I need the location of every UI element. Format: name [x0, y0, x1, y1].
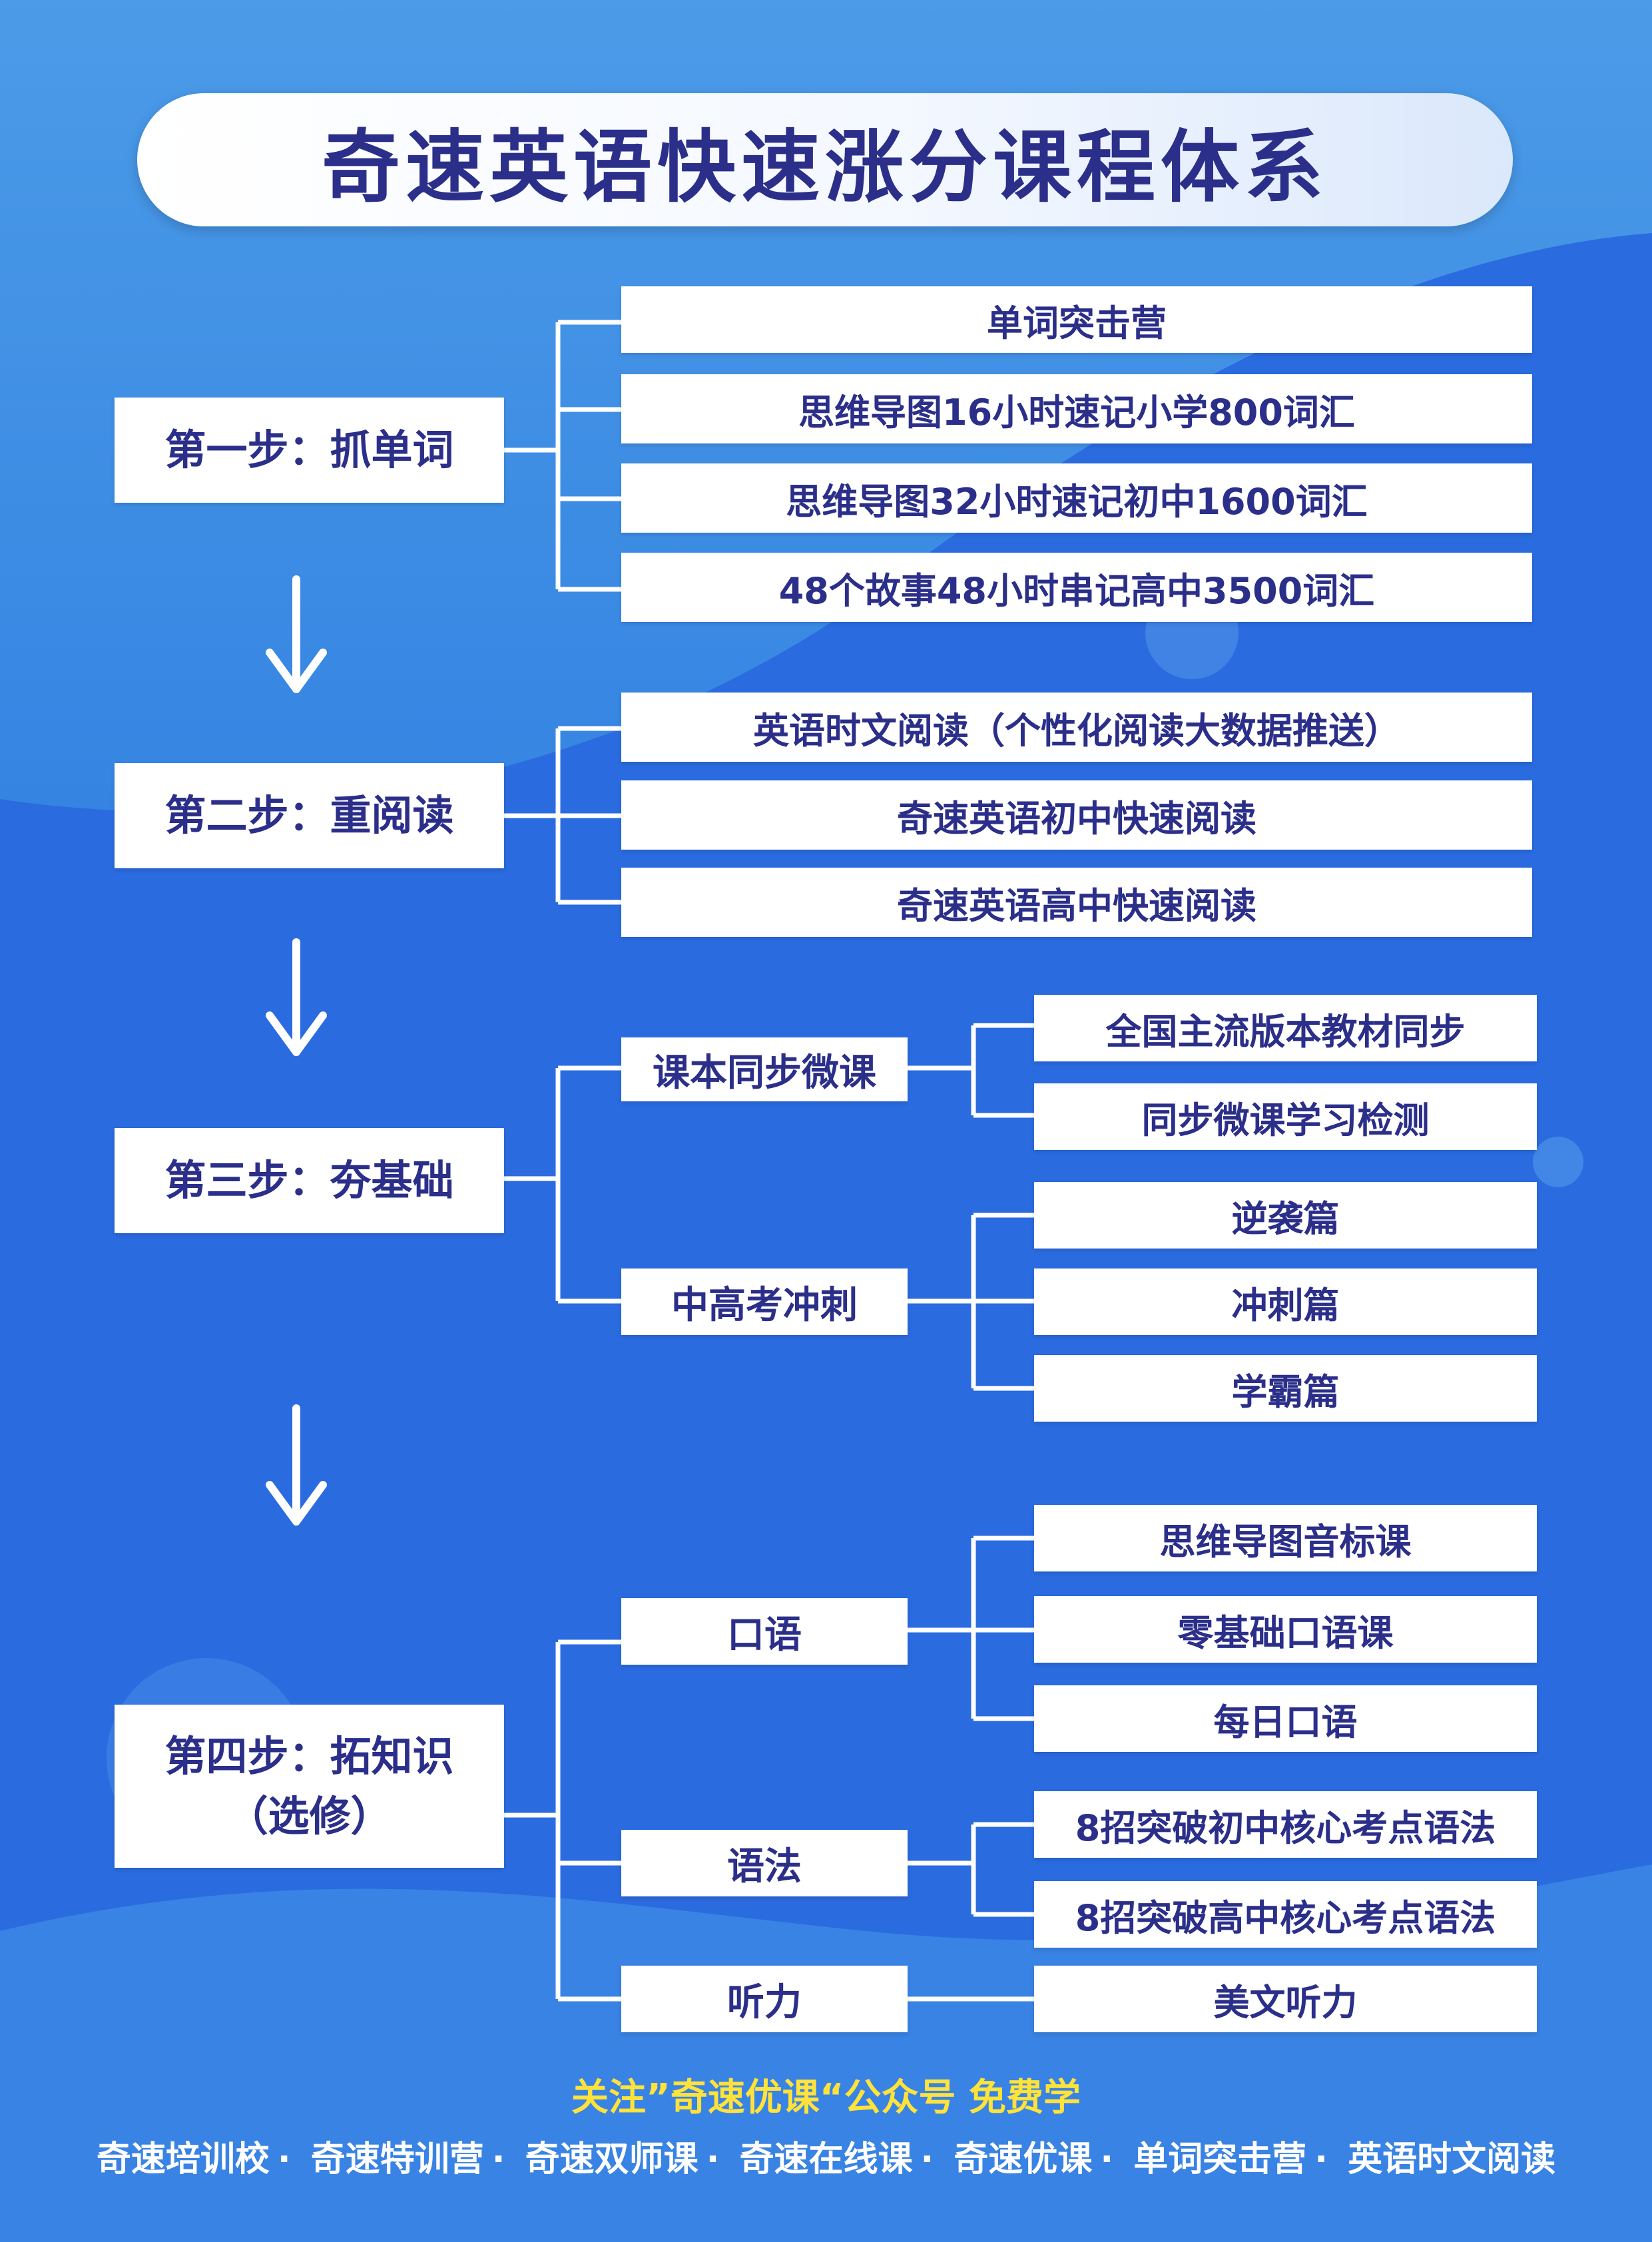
separator-dot: · [920, 2139, 934, 2179]
footer-brand-list: 奇速培训校· 奇速特训营· 奇速双师课· 奇速在线课· 奇速优课· 单词突击营·… [0, 2131, 1652, 2181]
step-4-box: 第四步：拓知识 （选修） [115, 1705, 504, 1868]
separator-dot: · [1100, 2139, 1114, 2179]
footer-brand: 奇速优课 [954, 2139, 1093, 2179]
footer-brand: 奇速在线课 [739, 2139, 913, 2179]
step-4-group-label: 听力 [621, 1966, 908, 2032]
step-4-group-label: 语法 [621, 1830, 908, 1896]
step-4-group-label: 口语 [621, 1598, 908, 1665]
step-3-item: 冲刺篇 [1034, 1268, 1537, 1335]
step-1-item: 48个故事48小时串记高中3500词汇 [621, 553, 1532, 622]
step-1-label: 第一步：抓单词 [164, 425, 454, 474]
step-4-item: 思维导图音标课 [1034, 1505, 1537, 1571]
step-4-label-sub: （选修） [226, 1791, 392, 1840]
step-2-box: 第二步：重阅读 [115, 763, 504, 868]
separator-dot: · [491, 2139, 505, 2179]
step-1-item: 思维导图32小时速记初中1600词汇 [621, 463, 1532, 533]
step-1-box: 第一步：抓单词 [115, 398, 504, 503]
footer-brand: 奇速特训营 [310, 2139, 484, 2179]
footer-cta: 关注”奇速优课“公众号 免费学 [571, 2076, 1081, 2119]
step-1-item: 单词突击营 [621, 286, 1532, 353]
step-3-item: 全国主流版本教材同步 [1034, 995, 1537, 1061]
title-banner: 奇速英语快速涨分课程体系 [137, 93, 1513, 226]
step-1-item: 思维导图16小时速记小学800词汇 [621, 374, 1532, 443]
footer-brand: 奇速培训校 [96, 2139, 270, 2179]
step-4-item: 8招突破高中核心考点语法 [1034, 1881, 1537, 1948]
footer-brand: 奇速双师课 [525, 2139, 698, 2179]
step-2-item: 奇速英语初中快速阅读 [621, 780, 1532, 850]
step-3-label: 第三步：夯基础 [164, 1156, 454, 1205]
page-title: 奇速英语快速涨分课程体系 [321, 121, 1328, 213]
step-4-label: 第四步：拓知识 [164, 1731, 454, 1781]
step-4-item: 零基础口语课 [1034, 1596, 1537, 1663]
separator-dot: · [277, 2139, 291, 2179]
step-2-item: 英语时文阅读（个性化阅读大数据推送） [621, 693, 1532, 762]
step-3-item: 逆袭篇 [1034, 1182, 1537, 1249]
step-3-group-label: 课本同步微课 [621, 1037, 908, 1101]
footer-brand: 单词突击营 [1133, 2139, 1307, 2179]
step-3-box: 第三步：夯基础 [115, 1128, 504, 1233]
step-4-item: 美文听力 [1034, 1966, 1537, 2032]
footer-brand: 英语时文阅读 [1348, 2139, 1556, 2179]
step-3-item: 同步微课学习检测 [1034, 1083, 1537, 1150]
step-2-item: 奇速英语高中快速阅读 [621, 868, 1532, 937]
separator-dot: · [1314, 2139, 1328, 2179]
step-2-label: 第二步：重阅读 [164, 791, 454, 840]
step-3-item: 学霸篇 [1034, 1355, 1537, 1422]
step-3-group-label: 中高考冲刺 [621, 1268, 908, 1335]
separator-dot: · [706, 2139, 720, 2179]
step-4-item: 8招突破初中核心考点语法 [1034, 1791, 1537, 1858]
step-4-item: 每日口语 [1034, 1685, 1537, 1752]
